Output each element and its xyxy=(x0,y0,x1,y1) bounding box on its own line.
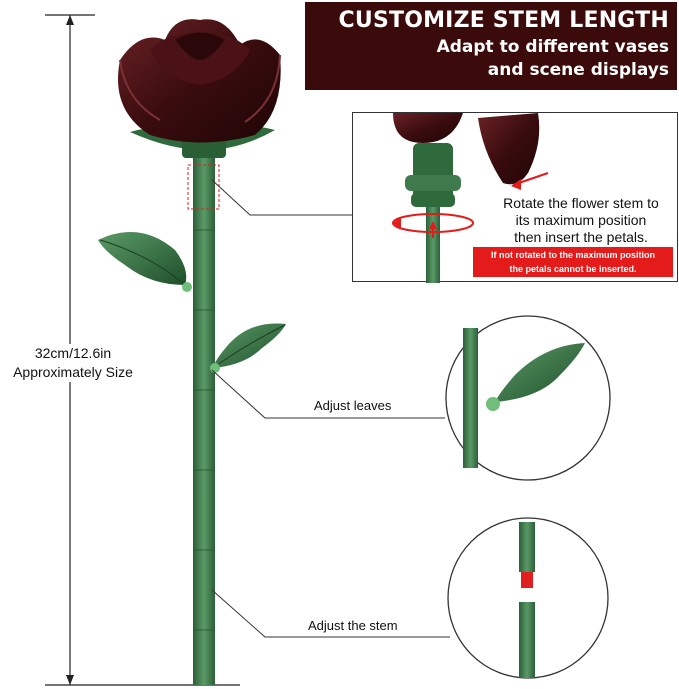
rose-stem xyxy=(193,150,215,685)
warning-badge: If not rotated to the maximum position t… xyxy=(473,247,673,277)
adjust-stem-label: Adjust the stem xyxy=(308,618,398,633)
promo-banner: CUSTOMIZE STEM LENGTH Adapt to different… xyxy=(305,2,677,90)
rotate-instruction: Rotate the flower stem to its maximum po… xyxy=(503,195,659,245)
leader-lines xyxy=(211,179,450,638)
stem-rotation-detail: Rotate the flower stem to its maximum po… xyxy=(352,112,678,283)
adjust-leaves-label: Adjust leaves xyxy=(314,398,392,413)
right-leaf xyxy=(210,323,286,373)
rose-head xyxy=(118,19,281,143)
stem-rotation-illustration xyxy=(392,113,549,283)
size-label: 32cm/12.6in Approximately Size xyxy=(0,344,146,382)
leaves-detail-circle xyxy=(445,315,611,481)
banner-title: CUSTOMIZE STEM LENGTH xyxy=(338,8,669,33)
lower-left-leaf xyxy=(98,232,192,292)
banner-subtitle: Adapt to different vases and scene displ… xyxy=(436,37,669,80)
stem-detail-circle xyxy=(447,517,609,679)
